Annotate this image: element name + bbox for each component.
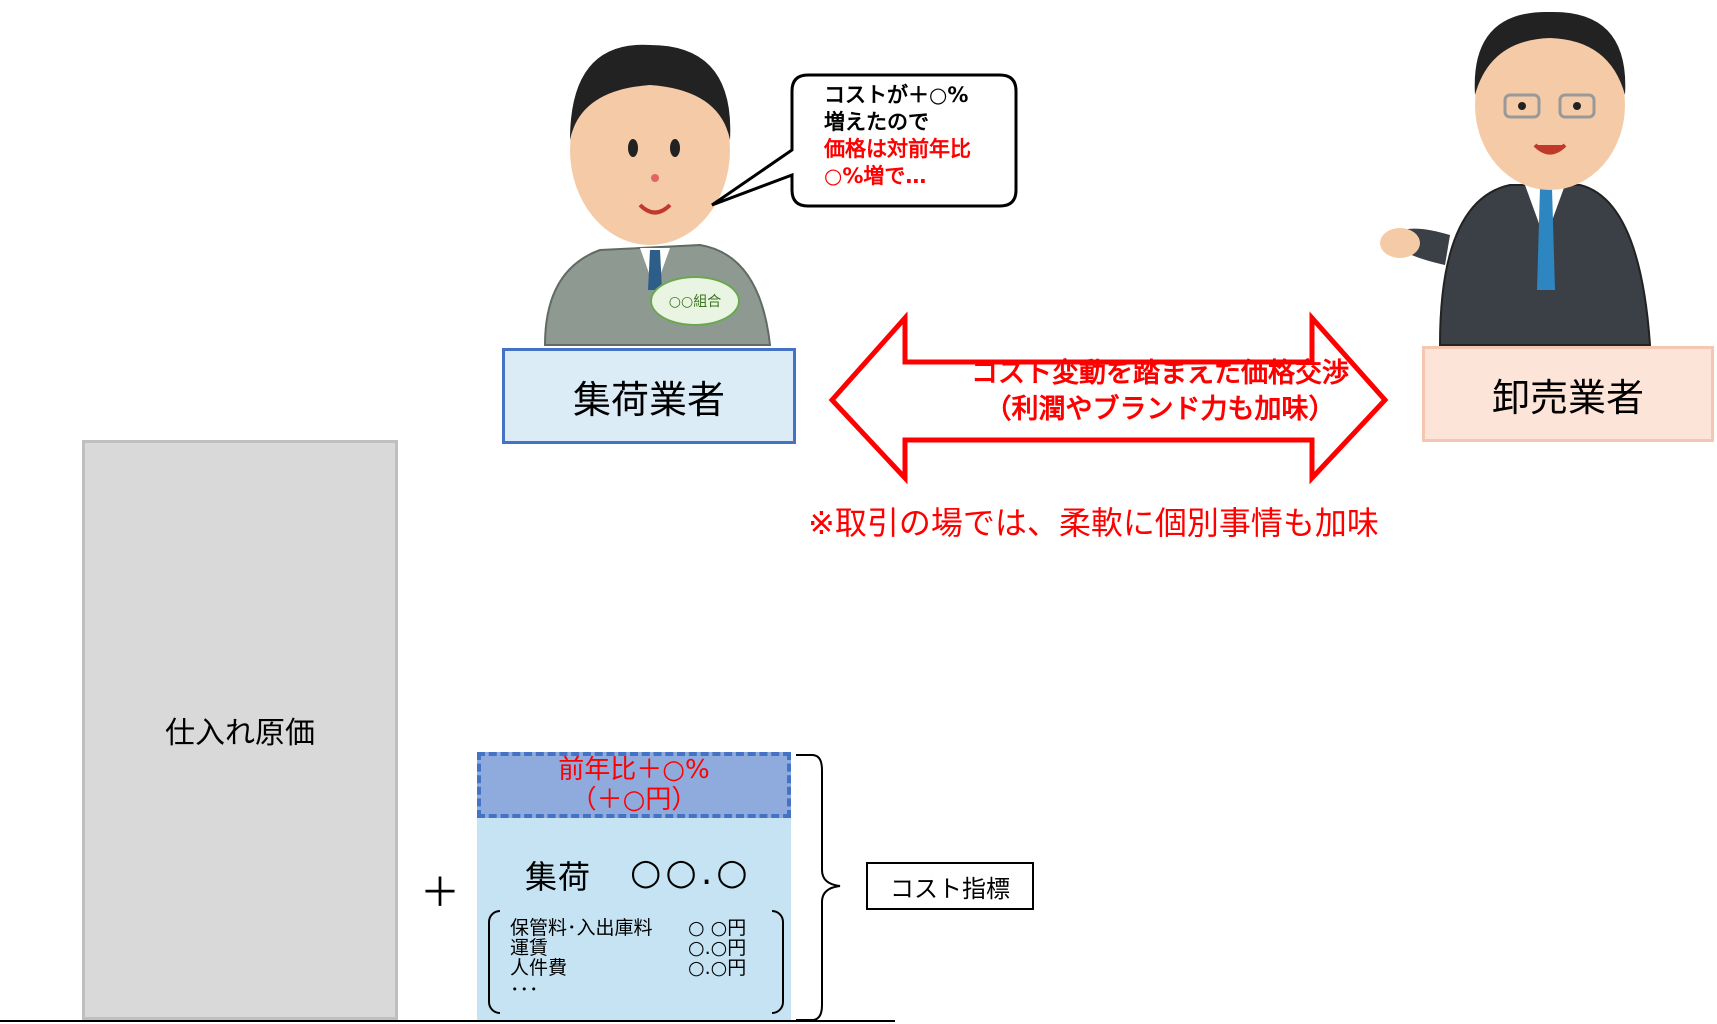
speech-line-red: 価格は対前年比 [824, 137, 971, 161]
negotiation-line-1: コスト変動を踏まえた価格交渉 [971, 358, 1349, 389]
increase-line-1: 前年比＋○% [558, 755, 710, 785]
association-badge: ○○組合 [650, 276, 740, 326]
cost-item-value: ○.○円 [688, 957, 747, 979]
item-bracket-right [772, 910, 784, 1014]
collector-illustration [543, 44, 772, 346]
cost-item-name: 人件費 [510, 957, 568, 979]
speech-bubble [711, 73, 1018, 208]
cost-item-name: 運賃 [510, 937, 549, 959]
negotiation-line-2: （利潤やブランド力も加味） [984, 394, 1336, 425]
speech-line-red: ○%増で… [824, 164, 927, 188]
collector-label: 集荷業者 [502, 348, 796, 444]
negotiation-text: コスト変動を踏まえた価格交渉 （利潤やブランド力も加味） [880, 356, 1440, 428]
purchase-cost-bar: 仕入れ原価 [82, 440, 398, 1020]
cost-item-value: ○.○円 [688, 937, 747, 959]
collection-title: 集荷 [525, 858, 592, 896]
speech-text: コストが＋○% 増えたので 価格は対前年比 ○%増で… [824, 82, 971, 190]
speech-line: コストが＋○% [824, 83, 969, 107]
item-bracket-left [488, 910, 500, 1014]
cost-item-name: ･･･ [510, 979, 539, 1001]
collection-value: ○○.○ [630, 852, 752, 893]
cost-item-name: 保管料･入出庫料 [510, 917, 653, 939]
wholesaler-illustration [1380, 11, 1652, 346]
purchase-cost-label: 仕入れ原価 [165, 716, 315, 751]
collection-cost-box [477, 818, 791, 1020]
cost-item-value: ○ ○円 [688, 917, 747, 939]
cost-brace [796, 754, 841, 1021]
note-text: ※取引の場では、柔軟に個別事情も加味 [808, 504, 1379, 542]
year-on-year-increase-box: 前年比＋○% （＋○円） [477, 752, 791, 818]
cost-indicator-label: コスト指標 [866, 862, 1034, 910]
speech-line: 増えたので [824, 110, 929, 134]
plus-sign: ＋ [420, 870, 460, 916]
wholesaler-label: 卸売業者 [1422, 346, 1714, 442]
double-arrow-shape [828, 311, 1389, 485]
increase-line-2: （＋○円） [570, 785, 698, 815]
baseline [0, 1020, 895, 1022]
